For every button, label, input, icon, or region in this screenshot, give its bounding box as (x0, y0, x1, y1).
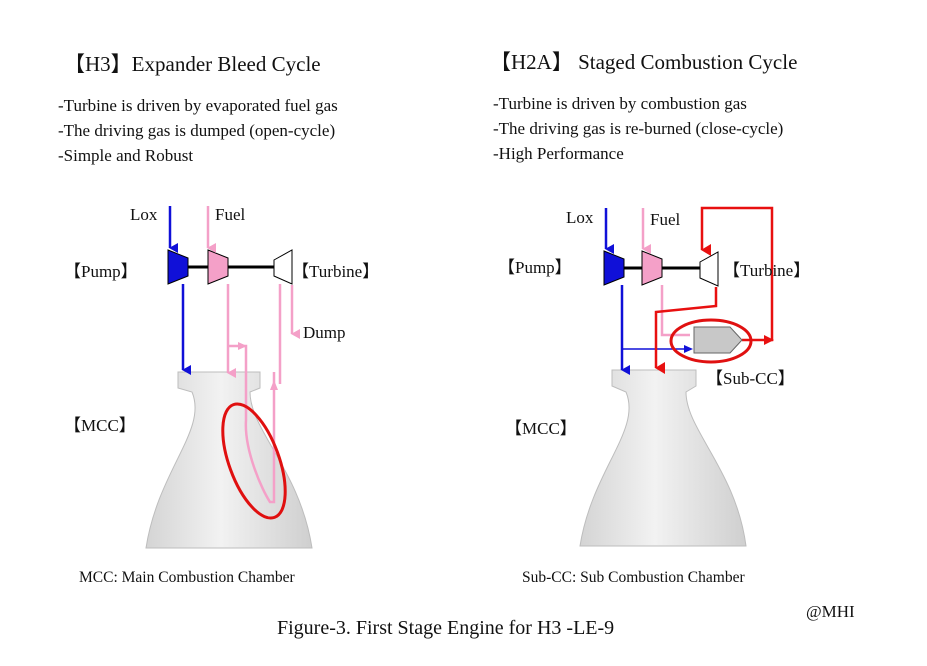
h2a-pump-label: 【Pump】 (498, 258, 572, 277)
h2a-lox-label: Lox (566, 208, 594, 227)
h3-turbine (273, 249, 293, 285)
h2a-note: Sub-CC: Sub Combustion Chamber (522, 569, 745, 586)
h3-regen-arrow-up (270, 380, 278, 390)
h2a-subcc (693, 326, 743, 354)
h2a-bullet-1: -Turbine is driven by combustion gas (493, 94, 747, 113)
h2a-highlight-ellipse (669, 318, 753, 364)
h2a-mcc-label: 【MCC】 (505, 419, 577, 438)
h2a-subcc-out-arrow (764, 335, 774, 345)
h2a-subcc-label: 【Sub-CC】 (706, 369, 795, 388)
h3-bullet-1: -Turbine is driven by evaporated fuel ga… (58, 96, 338, 115)
h3-nozzle (145, 371, 313, 549)
h2a-hotgas-to-mcc-line (654, 287, 718, 374)
h2a-fuel-label: Fuel (650, 210, 681, 229)
h3-lox-label: Lox (130, 205, 158, 224)
h3-mcc-label: 【MCC】 (64, 416, 136, 435)
h2a-nozzle (579, 369, 747, 547)
h2a-bullet-2: -The driving gas is re-burned (close-cyc… (493, 119, 784, 138)
h2a-fuel-to-subcc-line (660, 285, 690, 337)
h2a-turbine-label: 【Turbine】 (723, 261, 811, 280)
h2a-fuel-pump (641, 250, 663, 286)
figure-caption: Figure-3. First Stage Engine for H3 -LE-… (277, 617, 615, 639)
h3-heading: 【H3】Expander Bleed Cycle (64, 52, 321, 76)
h3-regen-arrow-top (238, 342, 247, 350)
credit: @MHI (806, 602, 855, 621)
h2a-bullet-3: -High Performance (493, 144, 624, 163)
h2a-lox-pump (603, 250, 625, 286)
h3-turbine-label: 【Turbine】 (292, 262, 380, 281)
h3-highlight-ellipse (221, 402, 287, 520)
h2a-subcc-exhaust-line (700, 206, 774, 342)
h3-regen-cooling-line (228, 344, 276, 504)
h3-bullet-2: -The driving gas is dumped (open-cycle) (58, 121, 336, 140)
h3-fuel-label: Fuel (215, 205, 246, 224)
h3-pump-label: 【Pump】 (64, 262, 138, 281)
h3-bullet-3: -Simple and Robust (58, 146, 194, 165)
h3-dump-label: Dump (303, 323, 346, 342)
h3-note: MCC: Main Combustion Chamber (79, 569, 295, 586)
h2a-heading: 【H2A】 Staged Combustion Cycle (490, 50, 798, 74)
h2a-lox-to-subcc-arrow (684, 345, 693, 353)
h2a-turbine (699, 251, 719, 287)
h3-lox-pump (167, 249, 189, 285)
h3-fuel-pump (207, 249, 229, 285)
